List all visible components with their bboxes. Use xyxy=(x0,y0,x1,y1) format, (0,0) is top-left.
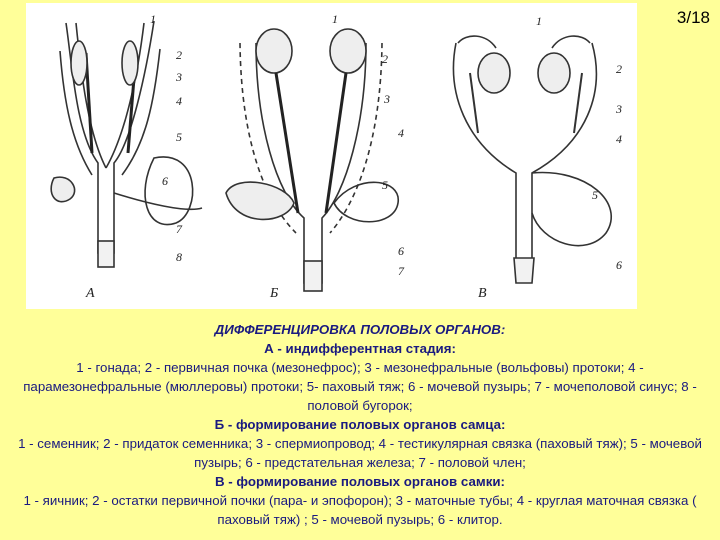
panel-b-letter: Б xyxy=(269,286,278,301)
svg-text:4: 4 xyxy=(176,94,182,108)
panel-b-labels: 1 2 3 4 5 6 7 Б xyxy=(269,12,405,301)
svg-text:7: 7 xyxy=(398,264,405,278)
svg-text:7: 7 xyxy=(176,222,183,236)
svg-text:2: 2 xyxy=(382,52,388,66)
svg-text:1: 1 xyxy=(332,12,338,26)
stage-c-heading: В - формирование половых органов самки: xyxy=(215,474,505,489)
svg-text:1: 1 xyxy=(150,12,156,26)
panel-b-drawing xyxy=(225,28,399,292)
stage-b-legend: 1 - семенник; 2 - придаток семенника; 3 … xyxy=(18,436,702,470)
figure-caption: ДИФФЕРЕНЦИРОВКА ПОЛОВЫХ ОРГАНОВ: А - инд… xyxy=(6,320,714,529)
panel-c-drawing xyxy=(452,35,613,284)
stage-b-heading: Б - формирование половых органов самца: xyxy=(214,417,506,432)
svg-text:4: 4 xyxy=(616,132,622,146)
panel-c-labels: 1 2 3 4 5 6 В xyxy=(478,14,622,301)
svg-text:4: 4 xyxy=(398,126,404,140)
stage-a-heading: А - индифферентная стадия: xyxy=(264,341,456,356)
caption-title: ДИФФЕРЕНЦИРОВКА ПОЛОВЫХ ОРГАНОВ: xyxy=(214,322,506,337)
panel-a-drawing xyxy=(50,20,203,268)
diagram-figure: 1 2 3 4 5 6 7 8 А 1 2 3 4 5 6 7 Б 1 2 3 … xyxy=(26,3,637,309)
svg-text:2: 2 xyxy=(176,48,182,62)
svg-text:1: 1 xyxy=(536,14,542,28)
panel-a-letter: А xyxy=(85,286,95,301)
diagram-svg: 1 2 3 4 5 6 7 8 А 1 2 3 4 5 6 7 Б 1 2 3 … xyxy=(50,12,622,301)
svg-text:3: 3 xyxy=(615,102,622,116)
svg-text:8: 8 xyxy=(176,250,182,264)
svg-text:5: 5 xyxy=(382,178,388,192)
stage-c-legend: 1 - яичник; 2 - остатки первичной почки … xyxy=(23,493,697,527)
svg-text:5: 5 xyxy=(592,188,598,202)
panel-a-labels: 1 2 3 4 5 6 7 8 А xyxy=(85,12,183,301)
svg-text:2: 2 xyxy=(616,62,622,76)
svg-text:3: 3 xyxy=(175,70,182,84)
svg-text:3: 3 xyxy=(383,92,390,106)
slide-counter: 3/18 xyxy=(676,8,710,27)
svg-text:6: 6 xyxy=(616,258,622,272)
panel-c-letter: В xyxy=(478,286,487,301)
svg-text:5: 5 xyxy=(176,130,182,144)
stage-a-legend: 1 - гонада; 2 - первичная почка (мезонеф… xyxy=(23,360,697,413)
svg-text:6: 6 xyxy=(398,244,404,258)
svg-text:6: 6 xyxy=(162,174,168,188)
